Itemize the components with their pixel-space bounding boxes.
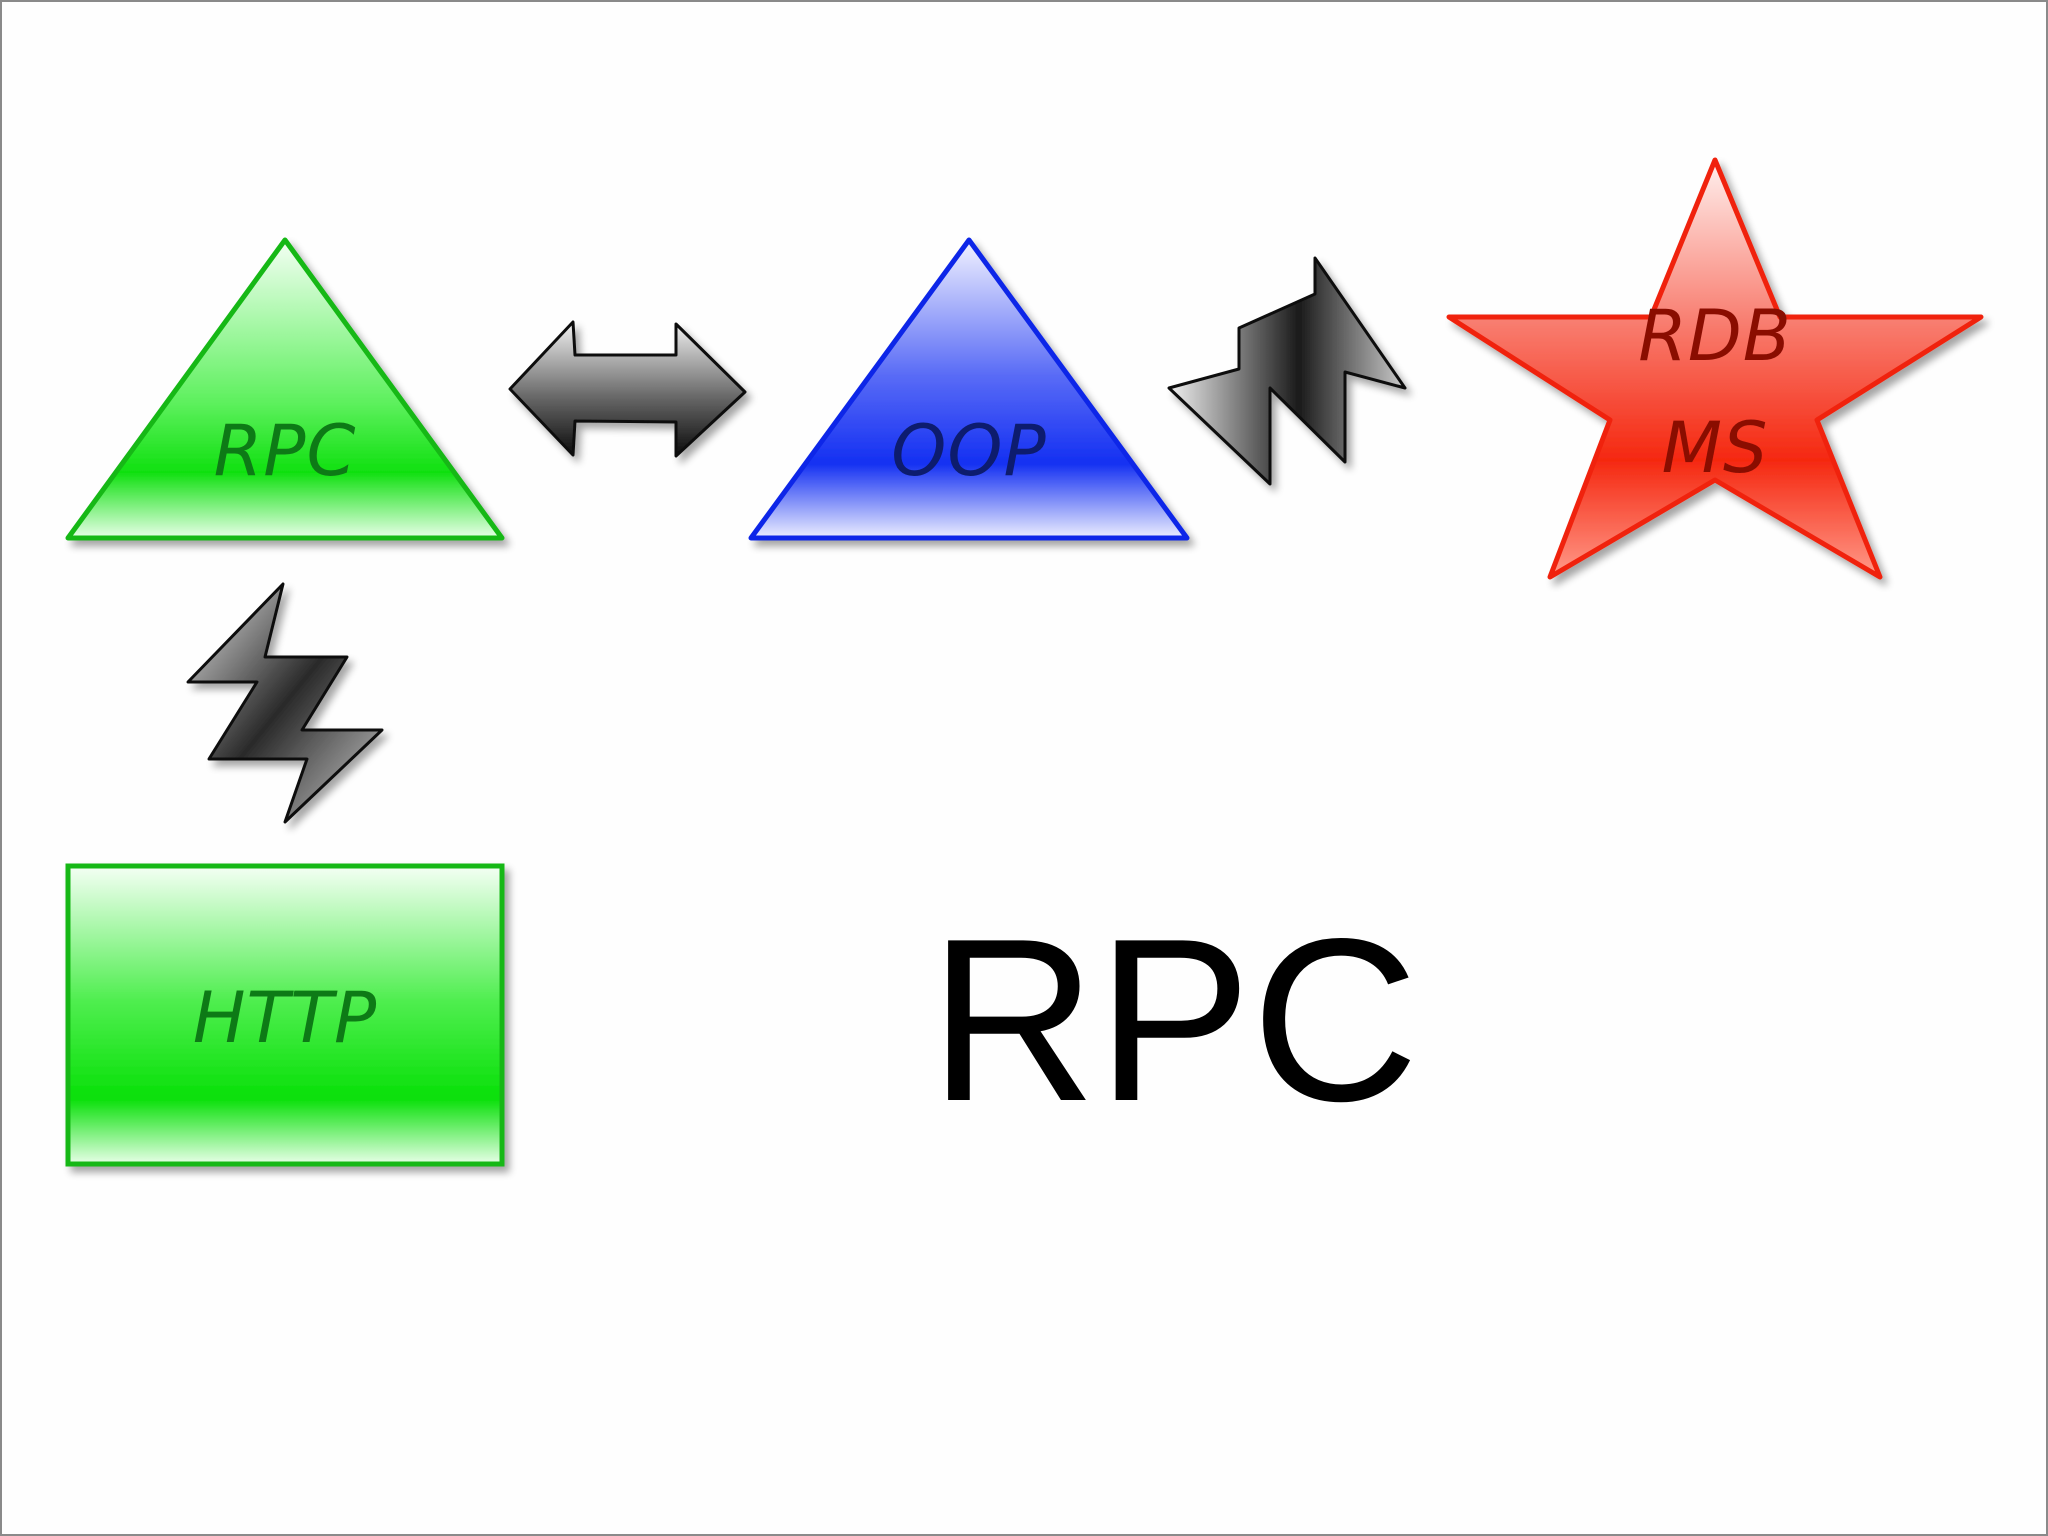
- http-label: HTTP: [193, 977, 377, 1059]
- rpc-label: RPC: [214, 410, 357, 492]
- oop-node: OOP: [748, 237, 1190, 541]
- rpc-triangle-shape: [65, 237, 505, 541]
- rdbms-label-line2: MS: [1662, 407, 1769, 489]
- lightning-bolt-vertical-icon: [186, 582, 384, 824]
- http-rectangle-shape: [65, 863, 505, 1167]
- lightning-connector-oop-rdbms: [1167, 256, 1407, 486]
- lightning-connector-rpc-http: [186, 582, 384, 824]
- http-node: HTTP: [65, 863, 505, 1167]
- rpc-node: RPC: [65, 237, 505, 541]
- oop-triangle-shape: [748, 237, 1190, 541]
- oop-label: OOP: [891, 410, 1046, 492]
- lightning-bolt-horizontal-icon: [1167, 256, 1407, 486]
- rdbms-label-line1: RDB: [1638, 295, 1792, 377]
- double-arrow-connector: [508, 320, 747, 458]
- slide-title: RPC: [929, 891, 1419, 1150]
- rdbms-star-shape: [1446, 157, 1984, 580]
- rdbms-node: RDB MS: [1446, 157, 1984, 580]
- double-arrow-shape: [508, 320, 747, 458]
